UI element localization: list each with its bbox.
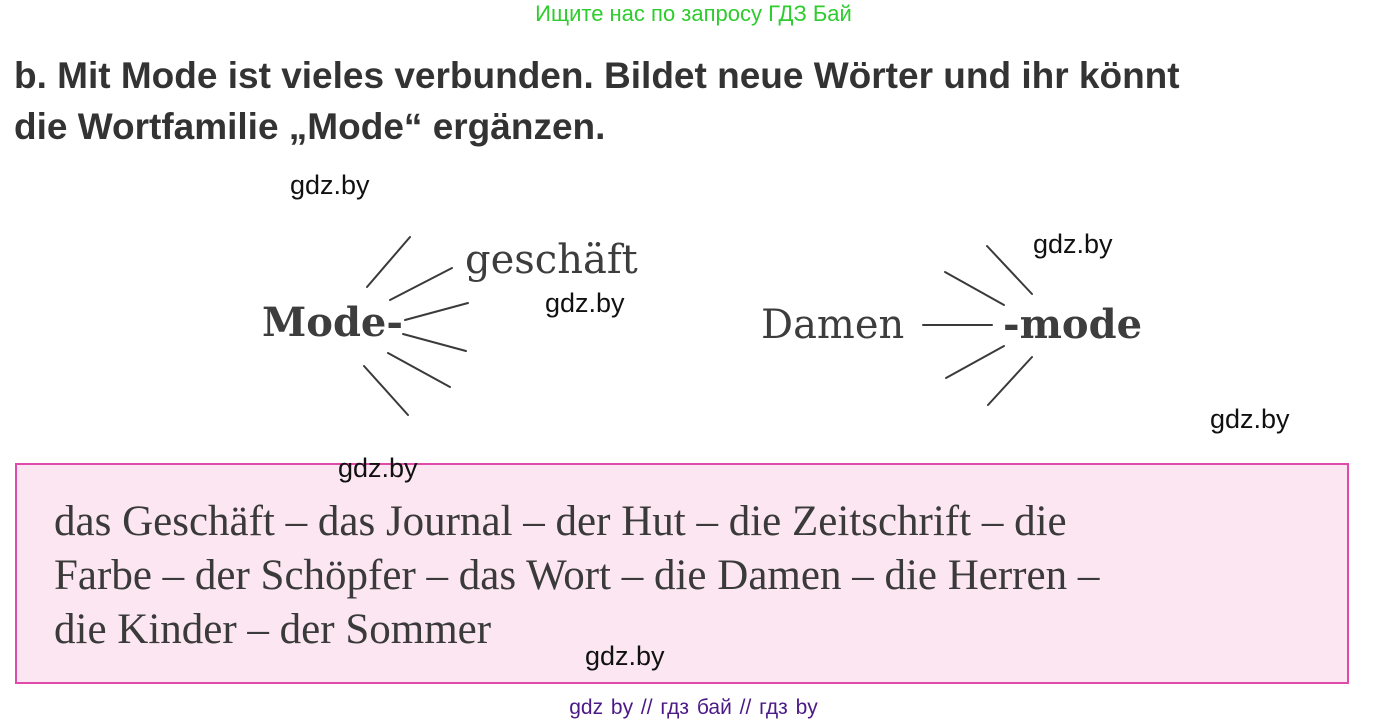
branch-line xyxy=(366,236,411,288)
branch-line xyxy=(945,345,1005,379)
answer-line-1: das Geschäft – das Journal – der Hut – d… xyxy=(54,498,1067,545)
branch-line xyxy=(363,365,409,416)
branch-word-damen: Damen xyxy=(761,302,905,348)
watermark: gdz.by xyxy=(338,453,418,483)
answer-line-3: die Kinder – der Sommer xyxy=(54,606,492,653)
footer-watermark: gdz by // гдз бай // гдз by xyxy=(569,696,818,719)
branch-line xyxy=(404,302,469,321)
answer-line-2: Farbe – der Schöpfer – das Wort – die Da… xyxy=(54,552,1100,599)
task-heading-line-2: die Wortfamilie „Mode“ ergänzen. xyxy=(14,106,606,147)
answer-text: das Geschäft – das Journal – der Hut – d… xyxy=(54,495,1334,657)
watermark: gdz.by xyxy=(585,641,665,671)
branch-line xyxy=(389,267,453,301)
search-hint-banner: Ищите нас по запросу ГДЗ Бай xyxy=(535,1,852,26)
answer-box: das Geschäft – das Journal – der Hut – d… xyxy=(15,463,1349,684)
branch-line xyxy=(402,333,467,352)
branch-word-geschaeft: geschäft xyxy=(465,237,638,283)
branch-line xyxy=(986,245,1033,295)
watermark: gdz.by xyxy=(1210,404,1290,434)
watermark: gdz.by xyxy=(290,170,370,200)
branch-line xyxy=(987,356,1033,406)
branch-line xyxy=(387,352,451,388)
stem-mode-suffix: -mode xyxy=(1003,301,1143,348)
stem-mode-prefix: Mode- xyxy=(262,299,403,346)
task-heading-line-1: b. Mit Mode ist vieles verbunden. Bildet… xyxy=(14,55,1180,96)
branch-line xyxy=(944,271,1005,306)
task-heading: b. Mit Mode ist vieles verbunden. Bildet… xyxy=(14,50,1180,152)
watermark: gdz.by xyxy=(1033,229,1113,259)
watermark: gdz.by xyxy=(545,288,625,318)
